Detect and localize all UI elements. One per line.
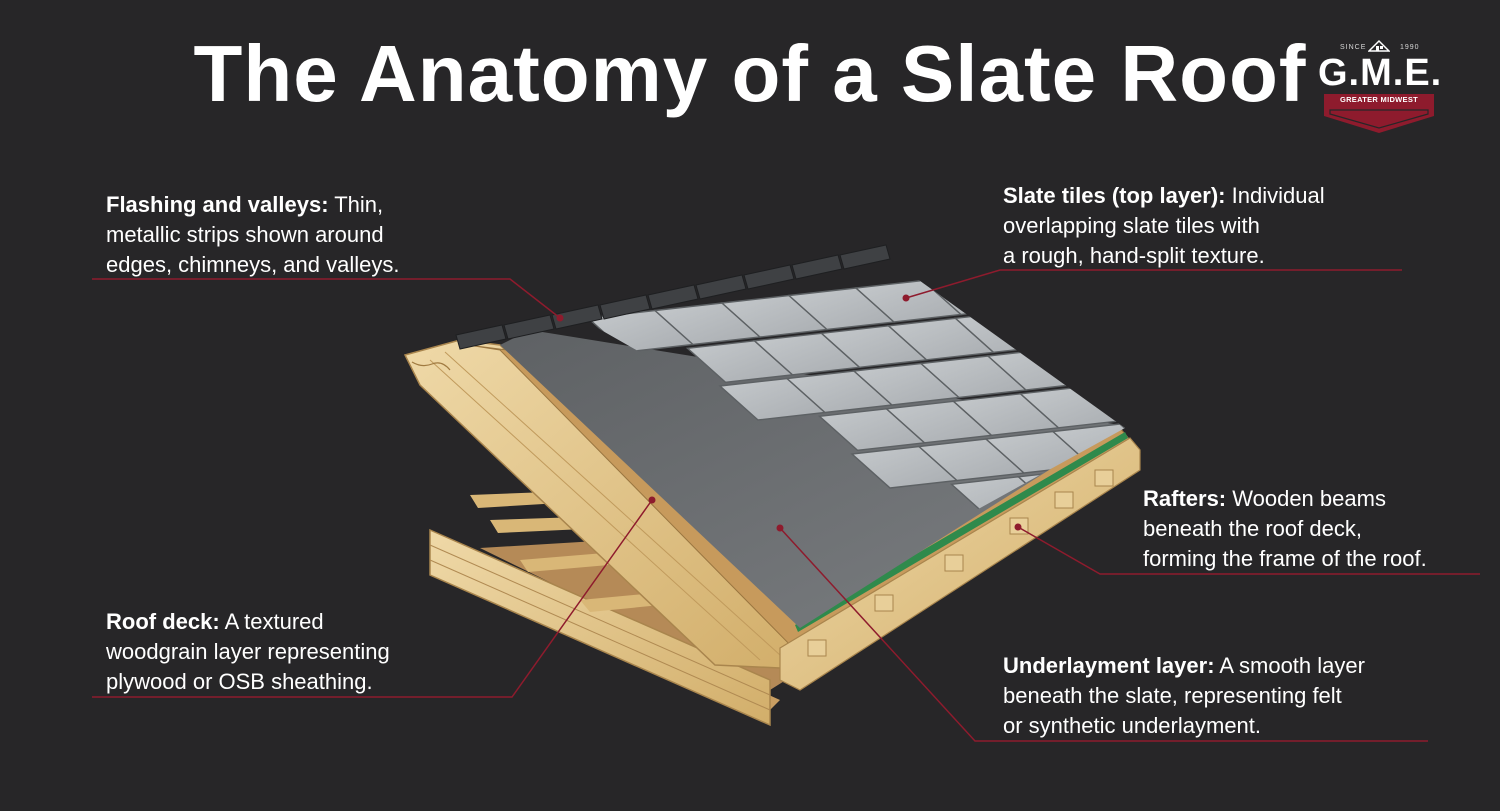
leader-dot-flashing	[556, 314, 564, 322]
page-title: The Anatomy of a Slate Roof	[193, 29, 1307, 118]
flashing-cap	[839, 244, 891, 270]
flashing-cap	[647, 284, 699, 310]
flashing-cap	[455, 324, 507, 350]
house-icon	[1368, 39, 1390, 52]
leader-slate	[905, 269, 1402, 299]
flashing-cap	[791, 254, 843, 280]
slate-tile	[1053, 340, 1125, 384]
logo-name: G.M.E.	[1318, 52, 1443, 94]
slate-tile	[1155, 371, 1260, 413]
leader-underlayment	[779, 527, 1428, 742]
callout-underlayment: Underlayment layer: A smooth layer benea…	[1003, 653, 1365, 738]
gme-logo: SINCE 1990 G.M.E. GREATER MIDWEST EXTERI…	[1318, 38, 1443, 134]
slate-tile	[1020, 302, 1125, 346]
leader-flashing	[92, 278, 561, 319]
callout-flashing: Flashing and valleys: Thin, metallic str…	[106, 192, 400, 277]
leader-rafters	[1017, 526, 1480, 575]
flashing-cap	[695, 274, 747, 300]
callout-deck: Roof deck: A textured woodgrain layer re…	[106, 609, 390, 694]
flashing-cap	[599, 294, 651, 320]
leader-deck	[92, 499, 653, 698]
membrane-strip	[795, 432, 1128, 632]
leader-dot-underlayment	[776, 524, 784, 532]
flashing-cap	[743, 264, 795, 290]
slate-tile	[1287, 439, 1392, 481]
flashing-cap	[503, 314, 555, 340]
callout-rafters: Rafters: Wooden beams beneath the roof d…	[1143, 486, 1427, 571]
slate-tile	[1220, 447, 1325, 489]
logo-since-text: SINCE	[1340, 44, 1367, 51]
leader-dot-rafters	[1014, 523, 1022, 531]
ridge-flashing	[455, 244, 891, 350]
leader-dot-slate	[902, 294, 910, 302]
leader-dot-deck	[648, 496, 656, 504]
slate-tile	[1187, 409, 1292, 451]
logo-year-text: 1990	[1400, 44, 1420, 51]
chevron-down-icon	[1324, 106, 1434, 133]
slate-tile	[1018, 385, 1125, 429]
leader-lines	[92, 269, 1480, 742]
flashing-cap	[551, 304, 603, 330]
callout-slate: Slate tiles (top layer): Individual over…	[1003, 183, 1325, 268]
